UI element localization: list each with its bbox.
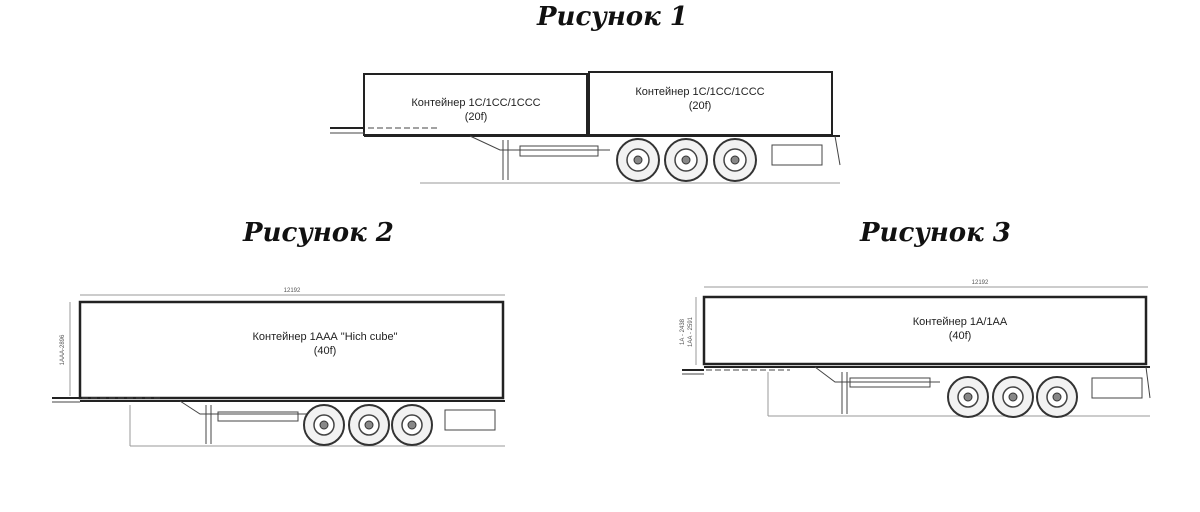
fig2-rear-bumper	[444, 409, 496, 431]
fig1-wheel	[713, 138, 757, 182]
fig3-wheel	[1036, 376, 1078, 418]
fig2-container-size: (40f)	[314, 345, 337, 357]
fig1-container-1-label: Контейнер 1С/1СС/1ССС	[411, 97, 540, 109]
fig2-height-label: 1ААА-2896	[60, 334, 66, 365]
figure-3-title: Рисунок 3	[860, 218, 1011, 248]
fig3-wheel	[947, 376, 989, 418]
fig1-container-2-size: (20f)	[689, 100, 712, 112]
fig2-wheel	[303, 404, 345, 446]
figure-3-trailer: 12192 1А - 2438 1АА - 2591 Контейнер 1А/…	[680, 280, 1151, 418]
fig3-container	[702, 295, 1148, 366]
fig3-height-label-1: 1А - 2438	[680, 318, 686, 345]
fig3-container-label: Контейнер 1А/1АА	[913, 316, 1008, 328]
figure-1-title: Рисунок 1	[537, 2, 688, 32]
fig1-rear-bumper	[771, 144, 823, 166]
figure-1-trailer: Контейнер 1С/1СС/1ССС (20f) Контейнер 1С…	[330, 71, 841, 184]
fig2-wheel	[348, 404, 390, 446]
fig3-wheel	[992, 376, 1034, 418]
fig1-wheel	[664, 138, 708, 182]
fig3-length-label: 12192	[972, 280, 989, 286]
fig1-container-1-size: (20f)	[465, 111, 488, 123]
fig2-length-label: 12192	[284, 288, 301, 294]
fig2-wheel	[391, 404, 433, 446]
fig3-height-label-2: 1АА - 2591	[688, 316, 694, 347]
fig2-container	[78, 300, 505, 400]
figure-2-title: Рисунок 2	[243, 218, 394, 248]
fig2-container-label: Контейнер 1ААА "Hich cube"	[252, 331, 397, 343]
fig1-wheel	[616, 138, 660, 182]
fig3-container-size: (40f)	[949, 330, 972, 342]
fig1-container-2-label: Контейнер 1С/1СС/1ССС	[635, 86, 764, 98]
figure-2-trailer: 12192 1ААА-2896 Контейнер 1ААА "Hich cub…	[52, 288, 505, 447]
fig3-rear-bumper	[1091, 377, 1143, 399]
